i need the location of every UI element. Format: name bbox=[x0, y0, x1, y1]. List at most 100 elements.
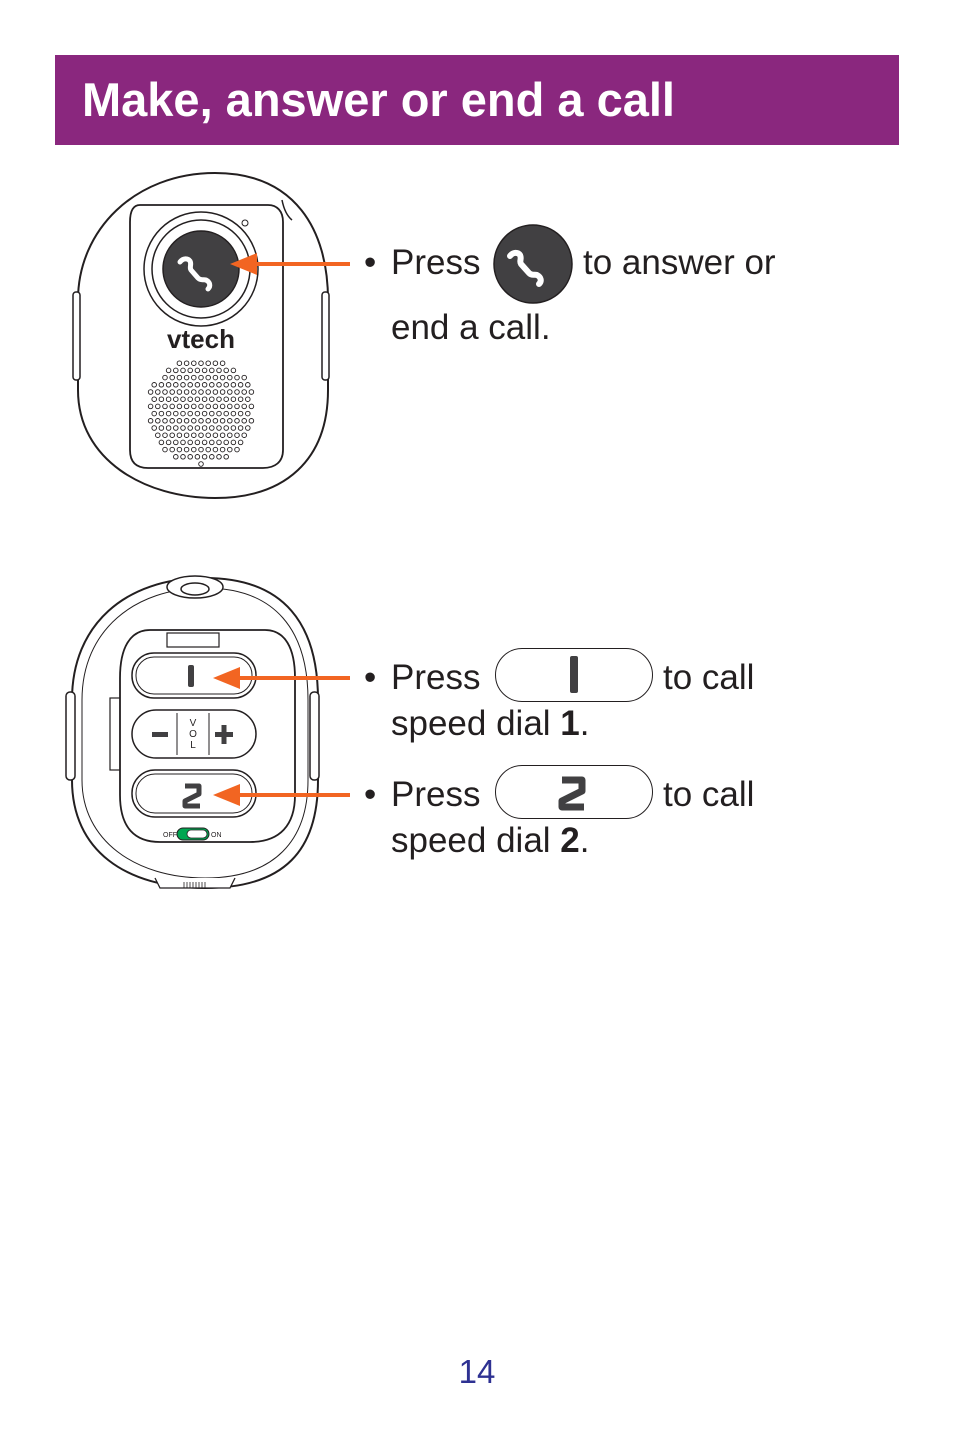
speaker-hole bbox=[191, 389, 197, 395]
device-front-illustration: vtech bbox=[72, 171, 330, 500]
speaker-hole bbox=[155, 418, 161, 424]
speaker-hole bbox=[216, 454, 222, 460]
speed-dial-2-icon bbox=[495, 765, 653, 819]
speaker-hole bbox=[241, 389, 247, 395]
speaker-hole bbox=[176, 403, 183, 410]
speaker-hole bbox=[183, 418, 190, 424]
speaker-hole bbox=[162, 446, 168, 453]
speaker-hole bbox=[234, 374, 240, 381]
bullet: • bbox=[364, 775, 377, 814]
speaker-hole bbox=[212, 432, 219, 438]
speaker-hole bbox=[162, 374, 168, 381]
speaker-hole bbox=[201, 425, 208, 431]
arrow-speed-dial-1 bbox=[213, 667, 350, 689]
speaker-hole bbox=[173, 382, 179, 388]
speaker-hole bbox=[162, 389, 168, 395]
speaker-hole bbox=[194, 382, 201, 388]
digit-2-glyph bbox=[558, 776, 586, 811]
speaker-hole bbox=[219, 403, 226, 410]
speaker-hole bbox=[194, 410, 201, 417]
speaker-hole bbox=[205, 432, 211, 438]
speaker-hole bbox=[216, 367, 222, 374]
speaker-hole bbox=[212, 418, 219, 424]
speaker-hole bbox=[187, 454, 193, 460]
speaker-hole bbox=[198, 389, 204, 395]
speaker-hole bbox=[223, 454, 229, 460]
speaker-hole bbox=[216, 425, 222, 431]
speaker-hole bbox=[194, 439, 201, 446]
speaker-hole bbox=[183, 403, 190, 410]
call-button[interactable] bbox=[162, 230, 240, 308]
speaker-hole bbox=[227, 446, 233, 453]
speaker-hole bbox=[201, 454, 208, 460]
speaker-hole bbox=[245, 382, 251, 388]
speaker-hole bbox=[237, 410, 244, 417]
speaker-hole bbox=[173, 410, 179, 417]
speaker-hole bbox=[230, 410, 237, 417]
speaker-hole bbox=[234, 389, 240, 395]
speaker-hole bbox=[234, 403, 240, 410]
speaker-hole bbox=[198, 461, 204, 467]
speaker-hole bbox=[219, 360, 226, 366]
bullet: • bbox=[364, 658, 377, 697]
speaker-hole bbox=[230, 367, 237, 374]
speaker-hole bbox=[187, 439, 193, 446]
speaker-hole bbox=[198, 374, 204, 381]
speaker-hole bbox=[241, 432, 247, 438]
speaker-hole bbox=[209, 439, 215, 446]
speaker-hole bbox=[219, 418, 226, 424]
vol-label-l: L bbox=[190, 740, 196, 751]
speaker-hole bbox=[209, 367, 215, 374]
speaker-hole bbox=[180, 454, 186, 460]
speaker-hole bbox=[223, 425, 229, 431]
speaker-hole bbox=[212, 374, 219, 381]
speaker-hole bbox=[245, 396, 251, 402]
bullet: • bbox=[364, 243, 377, 282]
speaker-hole bbox=[165, 367, 172, 374]
speaker-hole bbox=[223, 367, 229, 374]
speaker-hole bbox=[230, 382, 237, 388]
speaker-hole bbox=[162, 432, 168, 438]
instruction-answer: • Press to answer or end a call. bbox=[364, 224, 776, 347]
speaker-hole bbox=[237, 382, 244, 388]
speaker-hole bbox=[183, 360, 190, 366]
speaker-hole bbox=[176, 418, 183, 424]
speaker-hole bbox=[219, 389, 226, 395]
instruction-speed-dial-2: • Press to call speed dial 2. bbox=[364, 765, 754, 860]
speaker-hole bbox=[155, 432, 161, 438]
speaker-hole bbox=[187, 410, 193, 417]
line2-text: speed dial 1. bbox=[391, 704, 590, 743]
speaker-hole bbox=[158, 410, 165, 417]
instruction-speed-dial-1: • Press to call speed dial 1. bbox=[364, 648, 754, 743]
arrow-speed-dial-2 bbox=[213, 784, 350, 806]
speaker-hole bbox=[187, 382, 193, 388]
speaker-hole bbox=[201, 396, 208, 402]
minus-icon bbox=[152, 732, 168, 737]
speaker-hole bbox=[169, 374, 175, 381]
speaker-hole bbox=[180, 382, 186, 388]
speaker-hole bbox=[216, 382, 222, 388]
speaker-hole bbox=[201, 382, 208, 388]
line2-text: speed dial 2. bbox=[391, 821, 590, 860]
speaker-hole bbox=[237, 396, 244, 402]
speaker-hole bbox=[169, 389, 175, 395]
speaker-hole bbox=[183, 374, 190, 381]
speaker-hole bbox=[155, 389, 161, 395]
speaker-hole bbox=[162, 403, 168, 410]
speaker-hole bbox=[198, 432, 204, 438]
after-text: to answer or bbox=[583, 243, 776, 282]
speaker-hole bbox=[147, 403, 154, 410]
speaker-hole bbox=[194, 396, 201, 402]
phone-icon bbox=[507, 249, 544, 287]
volume-button[interactable] bbox=[131, 709, 257, 759]
speaker-hole bbox=[216, 410, 222, 417]
line2-text: end a call. bbox=[391, 308, 551, 347]
speaker-hole bbox=[176, 360, 183, 366]
speaker-hole bbox=[227, 403, 233, 410]
speaker-hole bbox=[191, 374, 197, 381]
speaker-hole bbox=[219, 446, 226, 453]
switch-on-label: ON bbox=[211, 832, 222, 839]
speaker-hole bbox=[216, 439, 222, 446]
speaker-hole bbox=[191, 432, 197, 438]
speaker-hole bbox=[212, 446, 219, 453]
